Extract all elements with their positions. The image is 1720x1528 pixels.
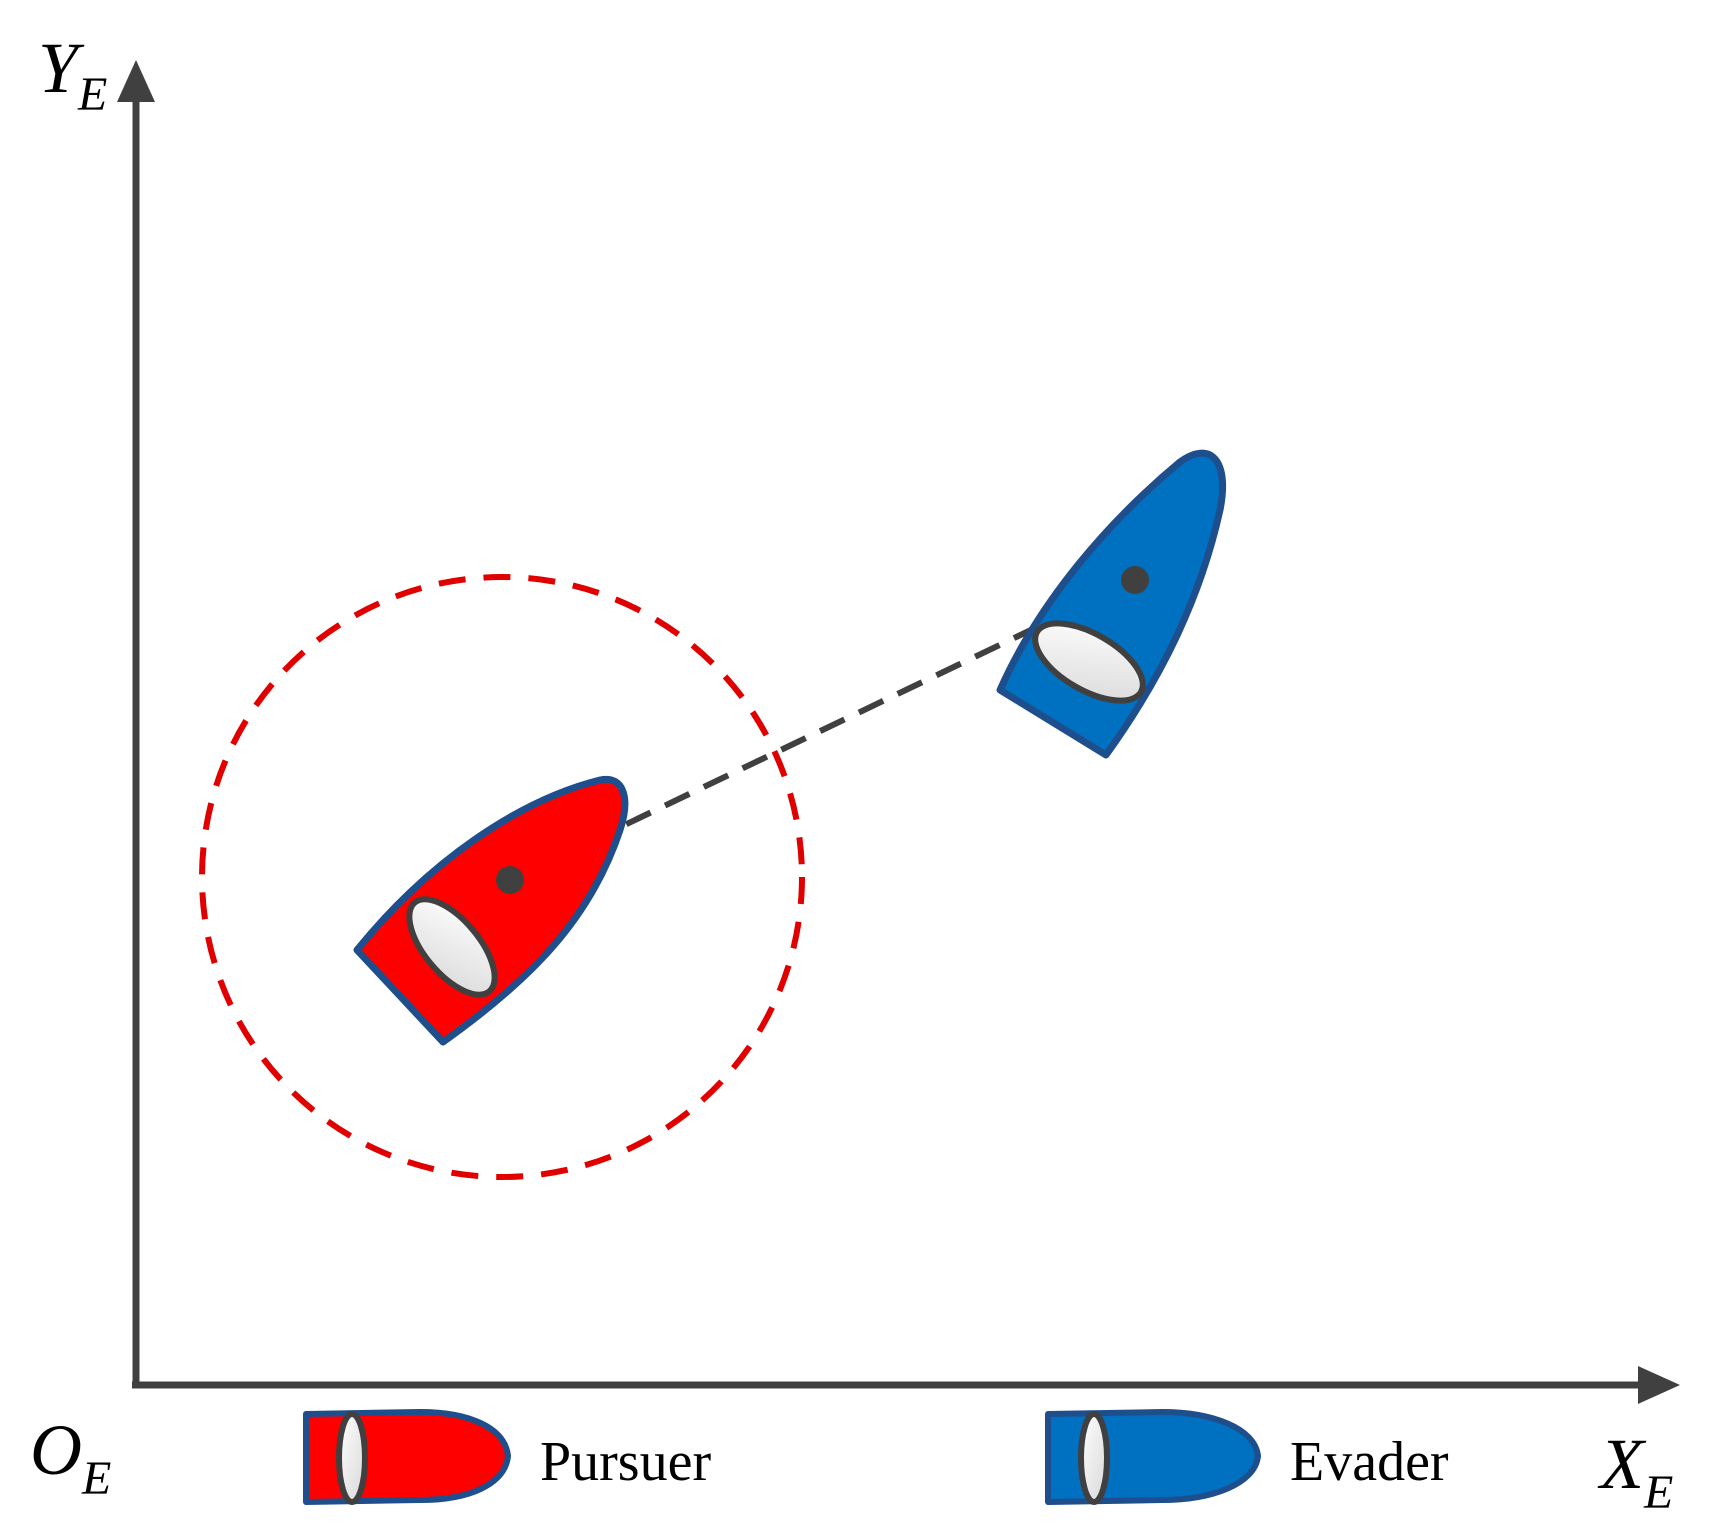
- x-axis-arrow: [1638, 1366, 1680, 1404]
- coordinate-axes: [117, 60, 1680, 1404]
- pursuer-hull: [353, 775, 629, 1046]
- origin-label: OE: [30, 1410, 111, 1505]
- legend-pursuer-label: Pursuer: [540, 1431, 711, 1493]
- pursuer-boat: [353, 775, 629, 1046]
- legend-pursuer: Pursuer: [303, 1409, 711, 1505]
- origin-subscript: E: [81, 1452, 111, 1505]
- legend-evader: Evader: [1045, 1409, 1449, 1505]
- pursuer-windshield: [406, 896, 498, 998]
- y-axis-subscript: E: [77, 68, 107, 121]
- evader-center-point: [1121, 566, 1149, 594]
- legend-evader-label: Evader: [1290, 1431, 1449, 1493]
- legend-pursuer-windshield: [336, 1411, 368, 1505]
- y-axis-label: YE: [38, 28, 107, 121]
- y-axis-arrow: [117, 60, 155, 102]
- evader-boat: [996, 449, 1227, 759]
- x-axis-label: XE: [1597, 1424, 1673, 1519]
- pursuer-center-point: [496, 866, 524, 894]
- legend-evader-windshield: [1078, 1411, 1110, 1505]
- evader-hull: [996, 449, 1227, 759]
- evader-windshield: [1032, 620, 1146, 704]
- x-axis-subscript: E: [1643, 1466, 1673, 1519]
- capture-radius-circle: [199, 574, 805, 1180]
